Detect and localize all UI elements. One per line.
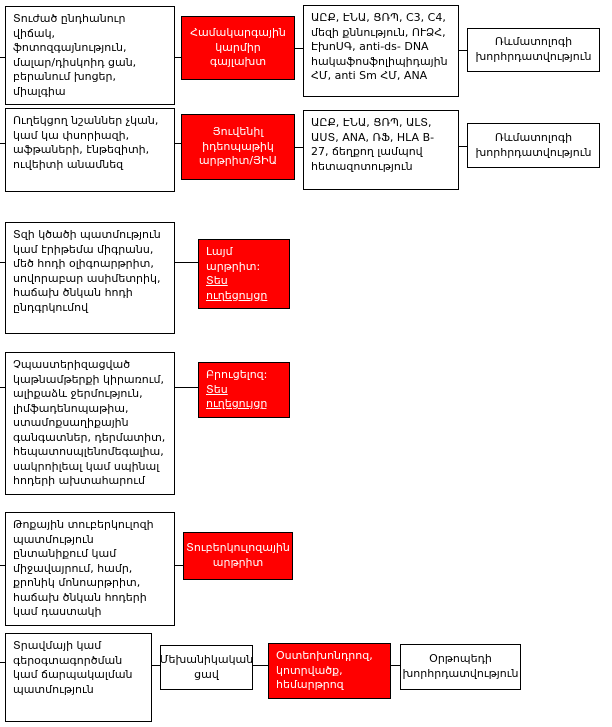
pain-type-box-mechanical: Մեխանիկական ցավ [160,645,253,690]
connector-line [0,143,5,144]
condition-box-tb: Թոքային տուբերկուլոզի պատմություն ընտանի… [5,512,175,626]
tests-box-sle: ԱԸՔ, ԷՆԱ, ՑՌՊ, C3, C4, մեզի քննություն, … [303,5,459,97]
connector-line [459,50,467,51]
condition-box-sle: Տուժած ընդհանուր վիճակ, ֆոտոզգայնություն… [5,6,175,106]
referral-box-orthopedist: Օրթոպեդի խորհրդատվություն [400,644,521,690]
diagnosis-box-sle: Համակարգային կարմիր գայլախտ [181,16,295,80]
connector-line [152,665,160,666]
connector-line [0,565,5,566]
diagnosis-box-osteochondrosis: Օստեոխոնդրոզ, կոտրվածք, հեմարթրոզ [268,643,391,699]
connector-line [175,565,183,566]
diagnosis-box-lyme: Լայմ արթրիտ: Տես ուղեցույցը [198,239,290,310]
diagnosis-box-tb: Տուբերկուլոզային արթրիտ [183,532,293,580]
connector-line [391,665,400,666]
connector-line [459,146,467,147]
referral-box-rheumatologist-1: Ռևմատոլոգի խորհրդատվություն [467,28,600,72]
connector-line [0,387,5,388]
diagnosis-box-jia: Յուվենիլ իդեոպաթիկ արթրիտ/ՅԻԱ [181,114,295,180]
connector-line [0,662,5,663]
connector-line [253,665,268,666]
connector-line [295,48,303,49]
connector-line [175,57,181,58]
condition-box-jia: Ուղեկցող նշաններ չկան, կամ կա փսորիազի, … [5,108,175,192]
tests-box-jia: ԱԸՔ, ԷՆԱ, ՑՌՊ, ԱԼՏ, ԱՍՏ, ANA, ՌՖ, HLA B-… [303,110,459,190]
diagnosis-label: Բրուցելոզ: [206,368,268,381]
connector-line [295,147,303,148]
connector-line [175,387,198,388]
connector-line [175,262,198,263]
connector-line [175,143,181,144]
connector-line [0,262,5,263]
condition-box-lyme: Տզի կծածի պատմություն կամ էրիթեմա միգրան… [5,222,175,334]
guideline-link[interactable]: Տես ուղեցույցը [206,382,268,411]
condition-box-trauma: Տրավմայի կամ գերօգտագործման կամ ճարպակալ… [5,633,152,722]
referral-box-rheumatologist-2: Ռևմատոլոգի խորհրդատվություն [467,123,600,168]
condition-box-brucellosis: Չպաստերիզացված կաթնամթերքի կիրառում, ալի… [5,352,175,495]
connector-line [0,57,5,58]
diagnosis-box-brucellosis: Բրուցելոզ: Տես ուղեցույցը [198,362,290,418]
guideline-link[interactable]: Տես ուղեցույցը [206,274,268,302]
diagnosis-label: Լայմ արթրիտ: [206,245,261,273]
